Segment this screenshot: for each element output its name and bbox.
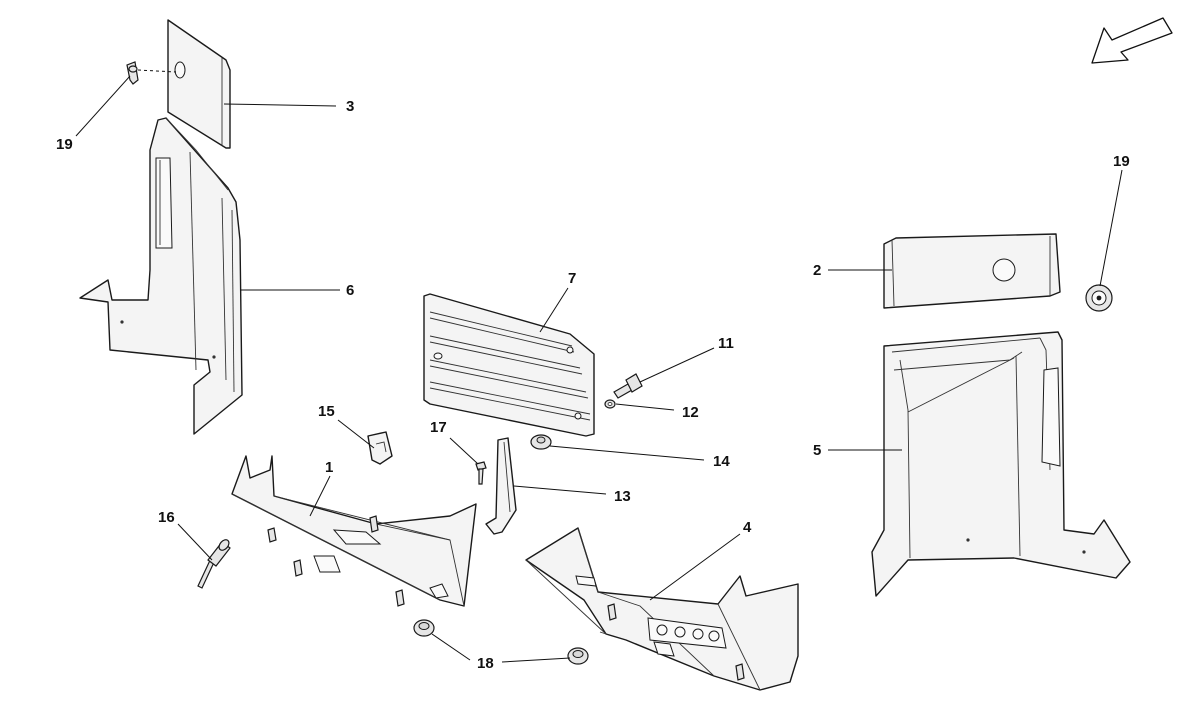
part-17-screw [475,461,487,485]
part-15-clip [367,431,393,465]
part-18-grommets [413,619,589,665]
callout-7: 7 [568,270,576,287]
part-5-trim-panel [871,331,1131,597]
part-14-fastener [530,434,552,450]
callout-1: 1 [325,459,333,476]
part-19-clip-left [126,61,139,85]
callout-2: 2 [813,262,821,279]
part-2-panel [883,233,1061,309]
part-12-washer [604,399,616,409]
callout-16: 16 [158,509,175,526]
callout-4: 4 [743,519,752,536]
part-4-tray [525,527,799,691]
part-11-bolt [613,373,643,399]
direction-arrow-icon [1091,17,1173,64]
part-7-ribbed-panel [423,293,595,437]
leader-lines [75,75,1123,663]
callout-13: 13 [614,488,631,505]
part-19-grommet-right [1085,284,1113,312]
callout-18: 18 [477,655,494,672]
part-6-trim-panel [79,117,243,435]
part-1-tray [231,455,477,607]
callout-labels: 1 2 3 4 5 6 7 11 12 13 14 15 16 17 18 19… [56,98,1130,672]
callout-17: 17 [430,419,447,436]
callout-12: 12 [682,404,699,421]
callout-6: 6 [346,282,354,299]
part-16-pin [197,539,231,589]
part-3-panel [137,19,231,149]
part-13-bracket [485,437,517,535]
callout-19-left: 19 [56,136,73,153]
callout-11: 11 [718,335,734,352]
callout-14: 14 [713,453,730,470]
callout-5: 5 [813,442,821,459]
callout-15: 15 [318,403,335,420]
callout-19-right: 19 [1113,153,1130,170]
callout-3: 3 [346,98,354,115]
